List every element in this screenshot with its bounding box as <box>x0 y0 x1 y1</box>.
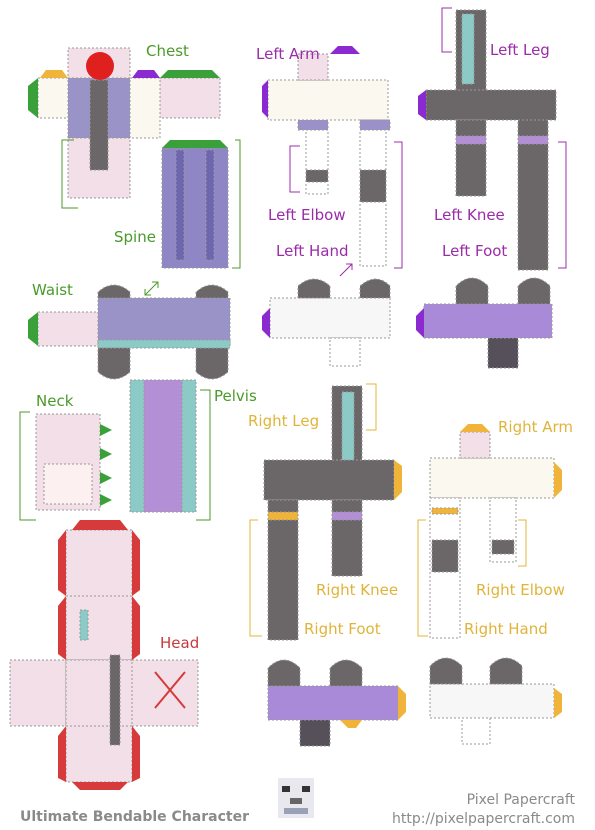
chest-part <box>37 47 221 199</box>
left-hand-part <box>269 278 391 367</box>
chest-tab-top <box>160 70 220 78</box>
label-left-arm: Left Arm <box>256 45 320 63</box>
footer-brand: Pixel Papercraft <box>466 792 575 808</box>
label-left-elbow: Left Elbow <box>268 206 346 224</box>
label-right-hand: Right Hand <box>464 620 548 638</box>
label-waist: Waist <box>32 281 73 299</box>
left-arm-part <box>267 53 391 267</box>
spine-part <box>161 147 229 269</box>
chest-tab-left <box>28 78 38 118</box>
label-pelvis: Pelvis <box>214 387 257 405</box>
label-right-foot: Right Foot <box>304 620 381 638</box>
label-head: Head <box>160 634 200 652</box>
label-right-leg: Right Leg <box>248 412 320 430</box>
logo-icon <box>278 778 314 818</box>
left-leg-part <box>425 9 557 271</box>
waist-part <box>37 284 231 380</box>
label-left-knee: Left Knee <box>434 206 505 224</box>
label-left-leg: Left Leg <box>490 41 550 59</box>
pelvis-part <box>129 379 197 513</box>
right-hand-part <box>429 657 555 745</box>
head-part <box>9 529 199 783</box>
label-right-arm: Right Arm <box>498 418 574 436</box>
label-right-elbow: Right Elbow <box>476 581 565 599</box>
footer-url: http://pixelpapercraft.com <box>392 811 575 827</box>
left-foot-part <box>423 277 553 369</box>
right-arm-part <box>429 431 555 639</box>
right-foot-part <box>267 659 399 747</box>
label-left-hand: Left Hand <box>276 242 349 260</box>
neck-part <box>35 413 101 511</box>
label-spine: Spine <box>114 228 156 246</box>
footer-title: Ultimate Bendable Character <box>20 809 249 825</box>
right-leg-part <box>263 385 395 641</box>
label-neck: Neck <box>36 392 74 410</box>
label-left-foot: Left Foot <box>442 242 508 260</box>
label-right-knee: Right Knee <box>316 581 399 599</box>
label-chest: Chest <box>146 42 189 60</box>
